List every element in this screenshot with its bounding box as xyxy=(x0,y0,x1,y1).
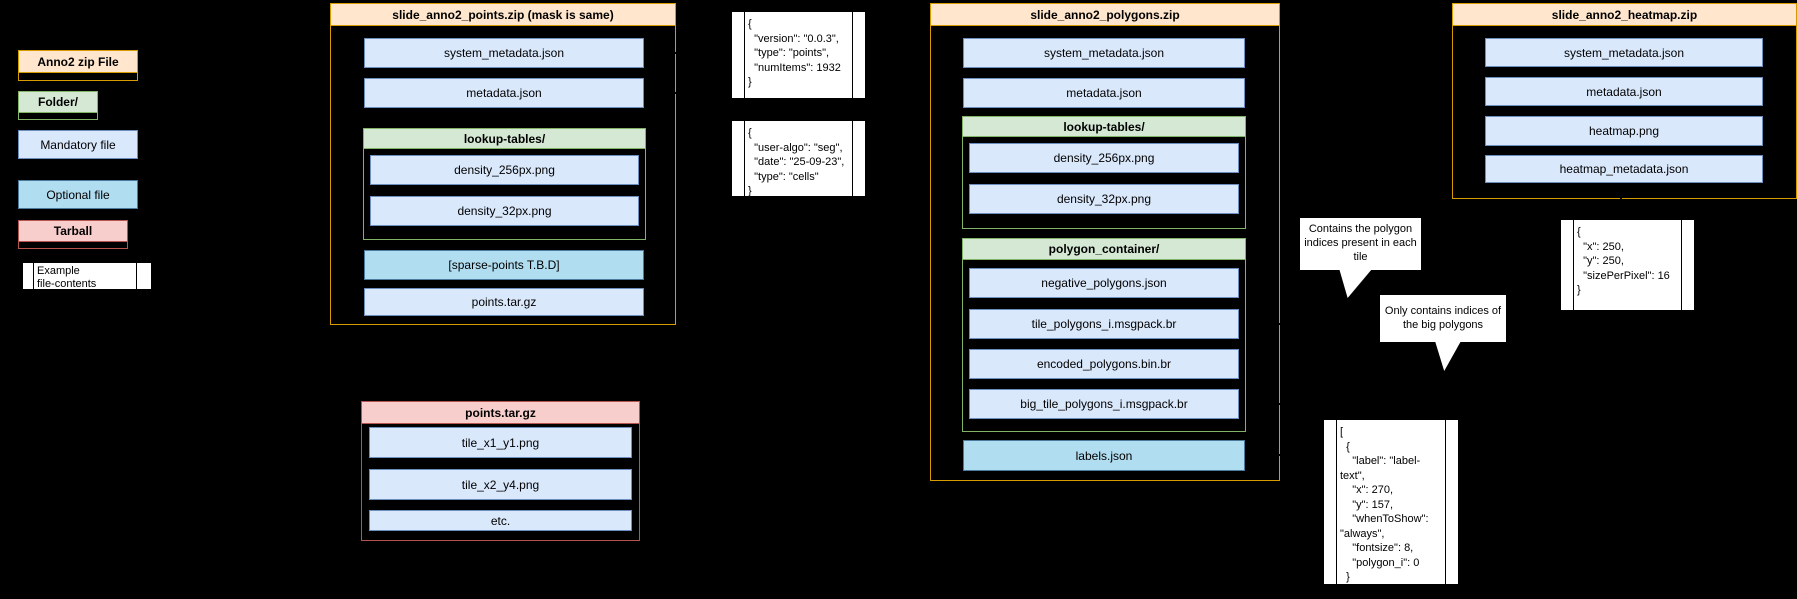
big-tile-note-bubble: Only contains indices of the big polygon… xyxy=(1380,295,1506,342)
points-lookup-folder-title: lookup-tables/ xyxy=(363,128,646,149)
legend-tarball-body xyxy=(18,241,128,249)
tarball-file-tile-x2-y4: tile_x2_y4.png xyxy=(369,469,632,500)
polygons-lookup-folder-title: lookup-tables/ xyxy=(962,116,1246,137)
tarball-file-tile-x1-y1: tile_x1_y1.png xyxy=(369,427,632,458)
heatmap-metadata-json-example: { "x": 250, "y": 250, "sizePerPixel": 16… xyxy=(1560,219,1695,311)
points-file-density-256: density_256px.png xyxy=(370,155,639,185)
heatmap-file-system-metadata: system_metadata.json xyxy=(1485,38,1763,67)
system-metadata-json-example: { "version": "0.0.3", "type": "points", … xyxy=(731,11,866,99)
tile-polygons-note-bubble-tail xyxy=(1339,269,1372,298)
polygons-zip-title: slide_anno2_polygons.zip xyxy=(930,3,1280,26)
polygons-file-labels-json: labels.json xyxy=(963,440,1245,471)
connector-tile-polygons-note xyxy=(1246,323,1316,325)
legend-tarball-header: Tarball xyxy=(18,220,128,242)
connector-big-tile-note xyxy=(1246,403,1366,405)
legend-zip-body xyxy=(18,72,138,81)
polygons-file-big-tile-polygons: big_tile_polygons_i.msgpack.br xyxy=(969,389,1239,419)
polygons-file-encoded-polygons: encoded_polygons.bin.br xyxy=(969,349,1239,379)
heatmap-zip-title: slide_anno2_heatmap.zip xyxy=(1452,3,1797,26)
legend-optional-file: Optional file xyxy=(18,180,138,209)
points-zip-title: slide_anno2_points.zip (mask is same) xyxy=(330,3,676,26)
tile-polygons-note-bubble: Contains the polygon indices present in … xyxy=(1300,218,1421,270)
heatmap-file-heatmap-metadata: heatmap_metadata.json xyxy=(1485,155,1763,183)
metadata-json-example: { "user-algo": "seg", "date": "25-09-23"… xyxy=(731,120,866,197)
points-tarball-title: points.tar.gz xyxy=(361,401,640,424)
tarball-file-etc: etc. xyxy=(369,510,632,531)
legend-mandatory-file: Mandatory file xyxy=(18,130,138,159)
polygons-file-density-256: density_256px.png xyxy=(969,143,1239,173)
legend-folder-body xyxy=(18,112,98,120)
heatmap-file-heatmap-png: heatmap.png xyxy=(1485,116,1763,146)
legend-zip-header: Anno2 zip File xyxy=(18,50,138,73)
points-file-metadata: metadata.json xyxy=(364,78,644,108)
points-file-system-metadata: system_metadata.json xyxy=(364,38,644,68)
legend-example-callout: Example file-contents xyxy=(22,262,152,290)
polygons-file-tile-polygons: tile_polygons_i.msgpack.br xyxy=(969,309,1239,339)
legend-folder-header: Folder/ xyxy=(18,91,98,113)
heatmap-file-metadata: metadata.json xyxy=(1485,77,1763,106)
polygons-file-density-32: density_32px.png xyxy=(969,184,1239,214)
polygons-file-negative-polygons: negative_polygons.json xyxy=(969,268,1239,298)
connector-labels-example xyxy=(1246,454,1326,456)
connector-system-metadata-example xyxy=(644,52,731,54)
polygons-file-system-metadata: system_metadata.json xyxy=(963,38,1245,68)
big-tile-note-bubble-tail xyxy=(1435,341,1461,371)
points-file-sparse-points: [sparse-points T.B.D] xyxy=(364,250,644,280)
points-file-density-32: density_32px.png xyxy=(370,196,639,226)
polygons-polygon-container-title: polygon_container/ xyxy=(962,238,1246,260)
connector-metadata-example xyxy=(644,92,731,94)
connector-heatmap-metadata-example xyxy=(1620,183,1622,219)
polygons-file-metadata: metadata.json xyxy=(963,78,1245,108)
labels-json-example: [ { "label": "label-text", "x": 270, "y"… xyxy=(1323,419,1459,598)
points-file-points-tar-gz: points.tar.gz xyxy=(364,288,644,316)
